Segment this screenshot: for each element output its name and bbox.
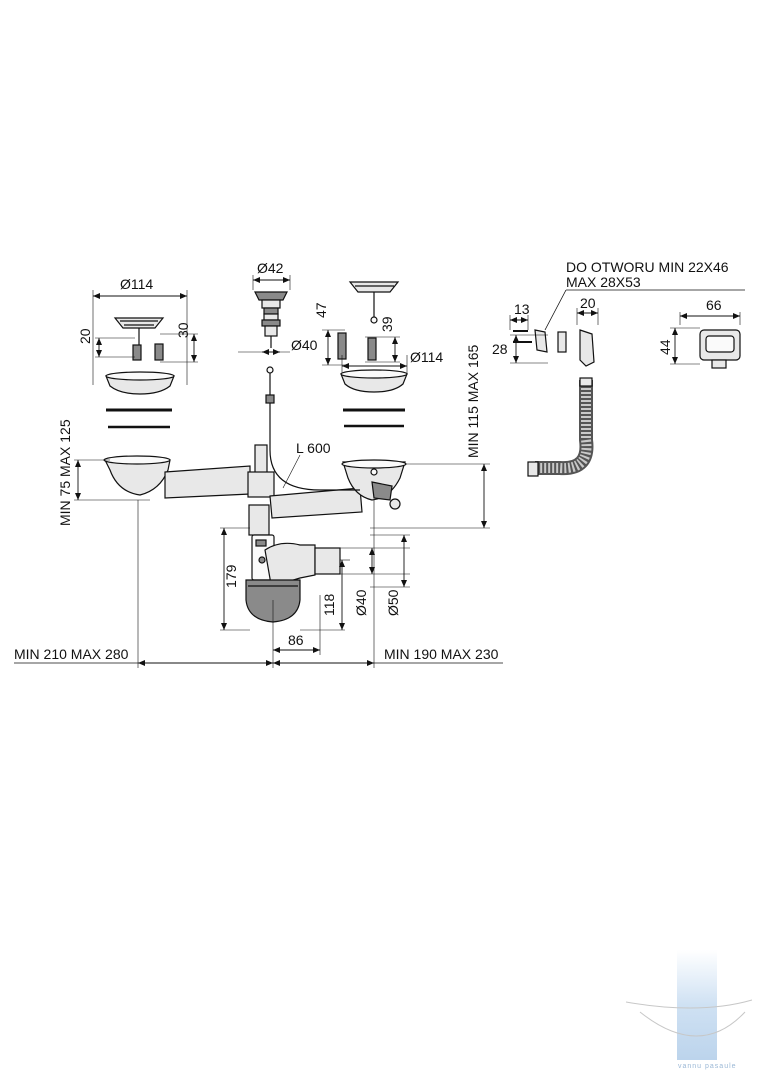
cable-length-label: L 600 [296, 440, 331, 456]
left-span-label: MIN 210 MAX 280 [14, 646, 129, 662]
trap-outlet-height-label: 118 [321, 593, 337, 616]
popup-bottom-diameter-label: Ø40 [291, 337, 318, 353]
left-strainer-diameter-label: Ø114 [120, 276, 153, 292]
left-drop-label: MIN 75 MAX 125 [57, 419, 73, 526]
right-span-label: MIN 190 MAX 230 [384, 646, 499, 662]
trap-width-label: 86 [288, 632, 304, 648]
main-drain-assembly: L 600 [103, 366, 407, 623]
screw-offset-label: 28 [492, 341, 508, 357]
main-dimensions: MIN 75 MAX 125 MIN 115 MAX 165 179 118 Ø… [14, 344, 503, 668]
outlet-diameter-50-label: Ø50 [385, 589, 401, 616]
left-strainer-assembly: Ø114 20 30 [77, 276, 198, 429]
left-strainer-depth-label: 20 [77, 328, 93, 344]
outlet-diameter-40-label: Ø40 [353, 589, 369, 616]
trap-height-label: 179 [223, 564, 239, 588]
popup-top-diameter-label: Ø42 [257, 260, 284, 276]
right-strainer-assembly: 47 39 Ø114 [313, 281, 443, 428]
popup-valve-assembly: Ø42 Ø40 [238, 260, 318, 355]
watermark-text: vannu pasaule [678, 1063, 737, 1070]
screw-length-label: 13 [514, 301, 530, 317]
overflow-width-label: 66 [706, 297, 722, 313]
right-plug-height-label: 47 [313, 302, 329, 318]
right-strainer-diameter-label: Ø114 [410, 349, 443, 365]
clip-width-label: 20 [580, 295, 596, 311]
overflow-hole-label: DO OTWORU MIN 22X46 [566, 259, 729, 275]
overflow-parts: DO OTWORU MIN 22X46 MAX 28X53 13 28 20 6… [492, 259, 745, 477]
watermark-logo: vannu pasaule [625, 950, 753, 1070]
overflow-hole-max-label: MAX 28X53 [566, 274, 641, 290]
right-drop-label: MIN 115 MAX 165 [465, 344, 481, 458]
right-plug-sub-label: 39 [379, 316, 395, 332]
left-overflow-height-label: 30 [175, 322, 191, 338]
overflow-height-label: 44 [657, 339, 673, 355]
